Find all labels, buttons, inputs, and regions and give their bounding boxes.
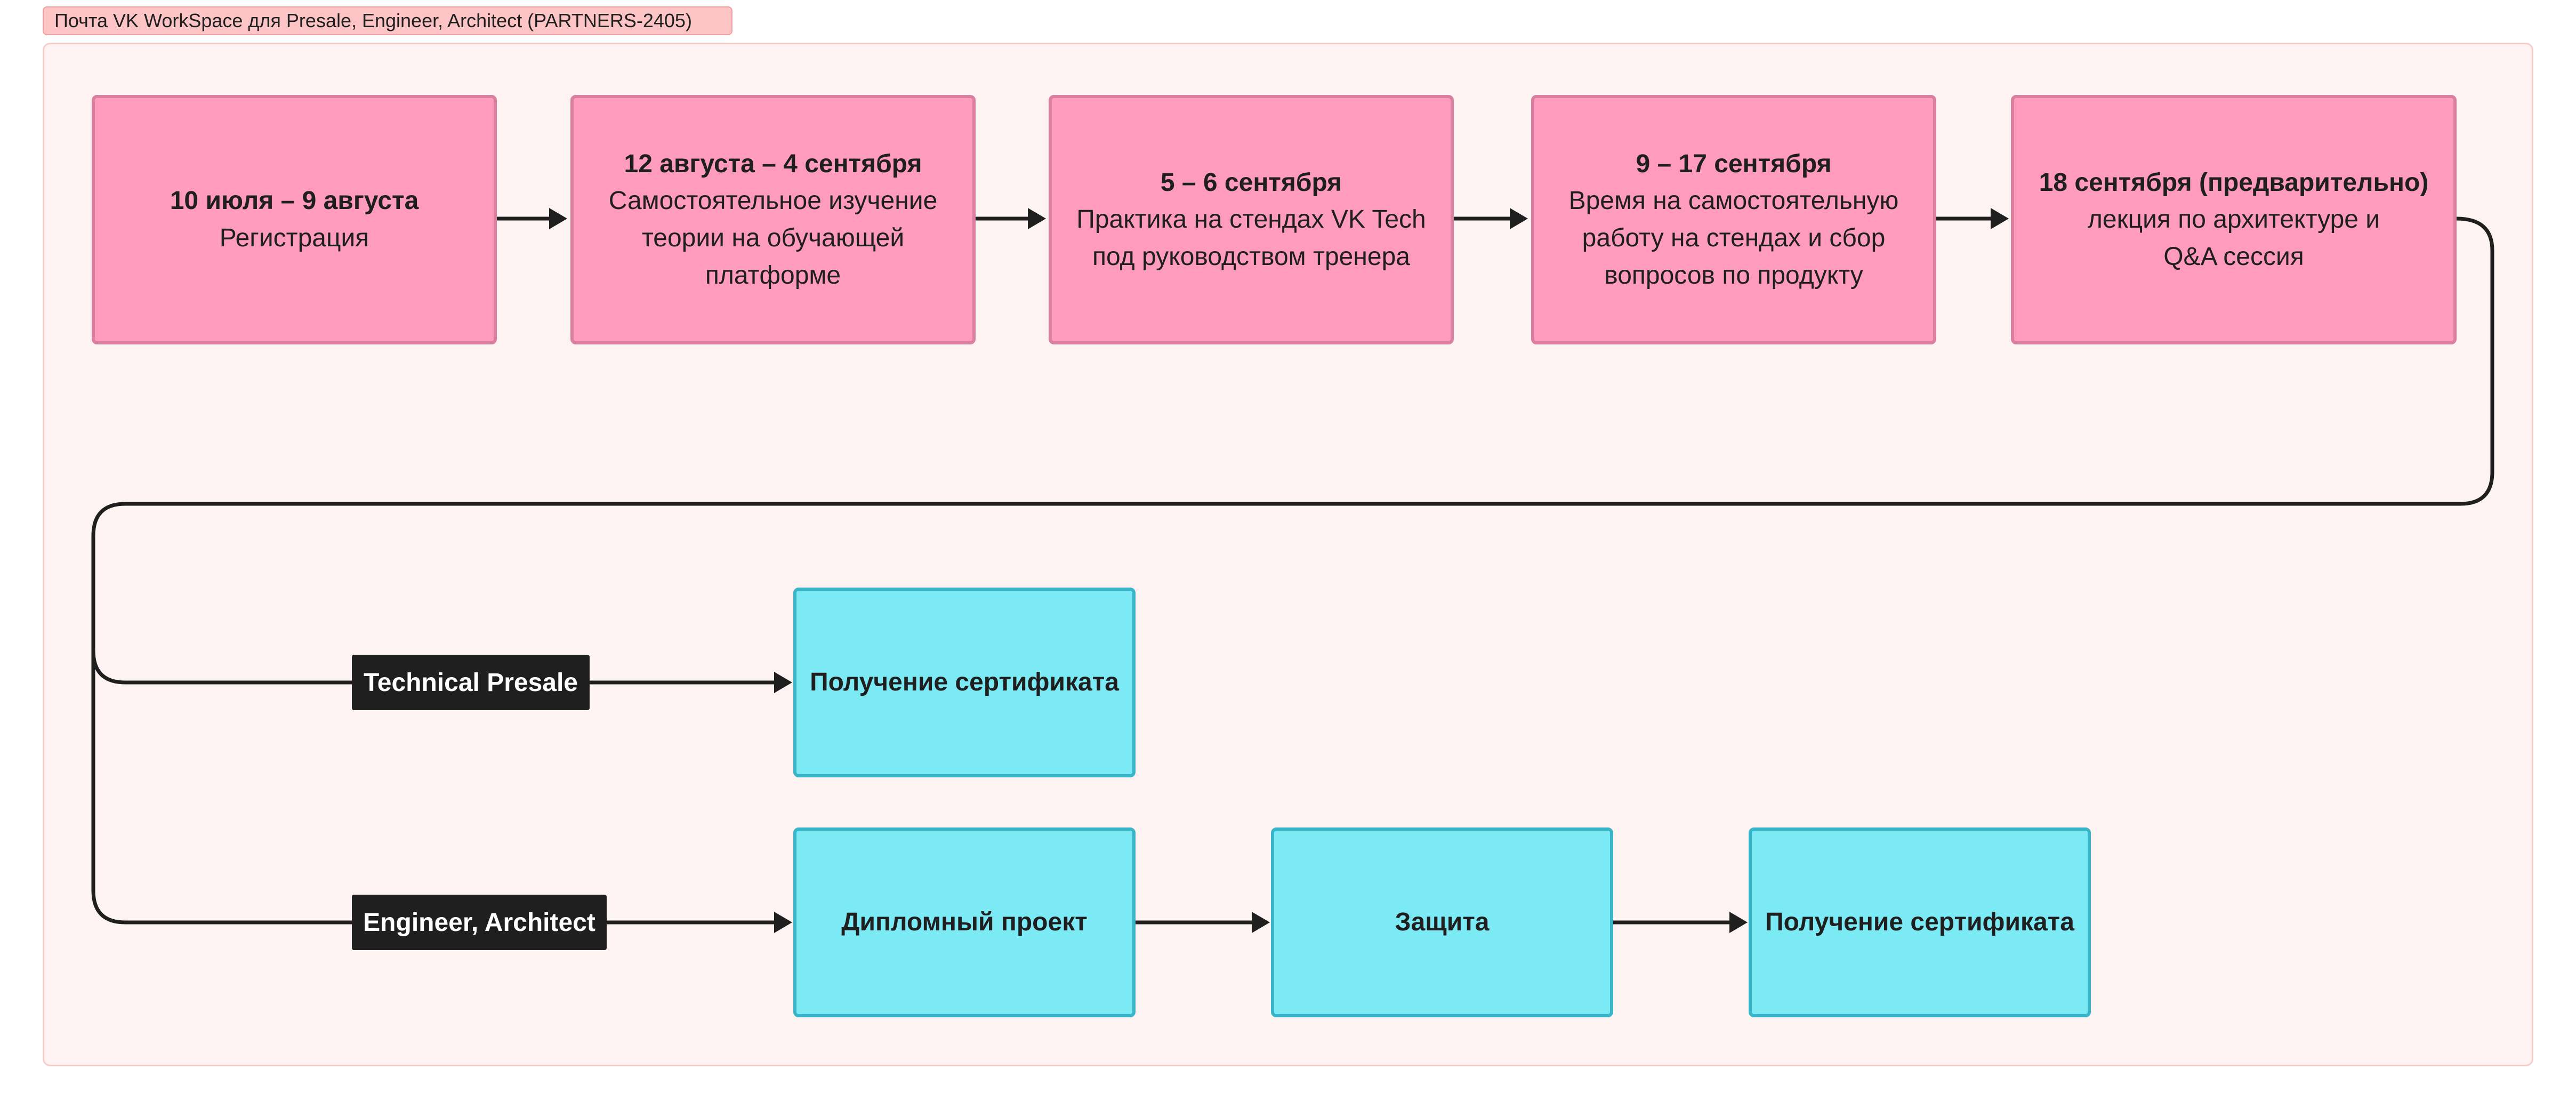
presale-certificate: Получение сертификата xyxy=(793,588,1136,777)
track-label-presale: Technical Presale xyxy=(352,655,590,710)
stage-description: лекция по архитектуре и Q&A сессия xyxy=(2087,205,2380,271)
arrowhead xyxy=(1028,208,1046,229)
track-label-engineer: Engineer, Architect xyxy=(352,895,607,950)
stage-lecture: 18 сентября (предварительно) лекция по а… xyxy=(2011,95,2457,344)
arrowhead xyxy=(1991,208,2009,229)
arrowhead xyxy=(774,912,792,933)
arrowhead xyxy=(549,208,567,229)
stage-date: 12 августа – 4 сентября xyxy=(624,149,922,178)
connector-return xyxy=(91,216,2494,925)
arrowhead xyxy=(774,672,792,693)
frame-title: Почта VK WorkSpace для Presale, Engineer… xyxy=(43,6,732,35)
arrowhead xyxy=(1510,208,1528,229)
defense: Защита xyxy=(1271,827,1613,1017)
engineer-certificate: Получение сертификата xyxy=(1749,827,2091,1017)
stage-date: 9 – 17 сентября xyxy=(1636,149,1832,178)
diploma-project: Дипломный проект xyxy=(793,827,1136,1017)
stage-self-study: 12 августа – 4 сентября Самостоятельное … xyxy=(570,95,976,344)
stage-practice: 5 – 6 сентября Практика на стендах VK Te… xyxy=(1049,95,1454,344)
stage-registration: 10 июля – 9 августа Регистрация xyxy=(92,95,497,344)
stage-date: 10 июля – 9 августа xyxy=(170,187,419,215)
stage-independent-work: 9 – 17 сентября Время на самостоятельную… xyxy=(1531,95,1936,344)
stage-date: 18 сентября (предварительно) xyxy=(2039,168,2429,197)
arrowhead xyxy=(1252,912,1270,933)
stage-description: Практика на стендах VK Tech под руководс… xyxy=(1076,205,1426,271)
arrowhead xyxy=(1729,912,1748,933)
stage-description: Время на самостоятельную работу на стенд… xyxy=(1568,187,1899,290)
stage-description: Самостоятельное изучение теории на обуча… xyxy=(608,187,938,290)
stage-date: 5 – 6 сентября xyxy=(1160,168,1342,197)
connector-branch-presale xyxy=(91,648,354,685)
stage-description: Регистрация xyxy=(219,224,369,252)
